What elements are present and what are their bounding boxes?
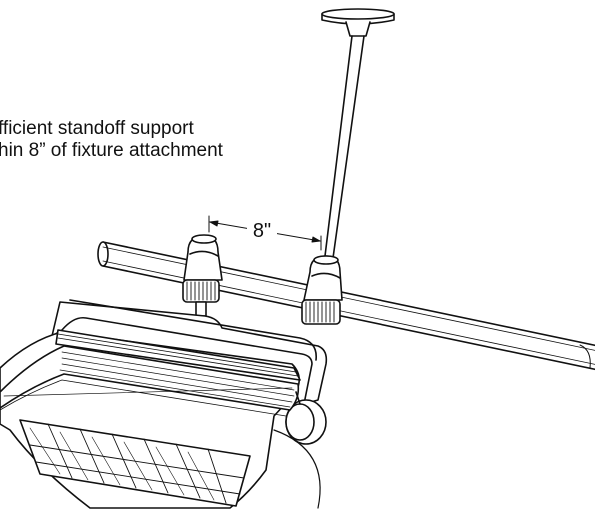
support-callout: fficient standoff support hin 8” of fixt… (0, 118, 223, 162)
fixture-clamp (182, 234, 223, 317)
standoff-clamp (301, 255, 343, 325)
floodlight-fixture (0, 299, 328, 509)
dimension-label: 8" (247, 219, 277, 243)
support-callout-line-2: hin 8” of fixture attachment (0, 140, 223, 161)
standoff-rod (321, 8, 395, 259)
support-callout-line-1: fficient standoff support (0, 118, 194, 139)
